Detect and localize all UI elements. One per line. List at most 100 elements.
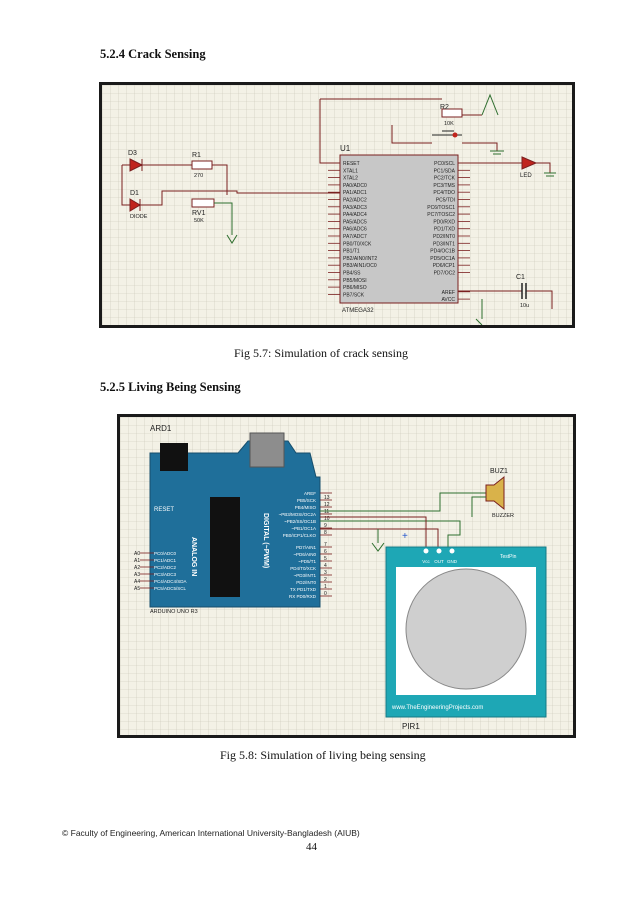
svg-text:DIGITAL (~PWM): DIGITAL (~PWM)	[262, 513, 269, 568]
digital-pin-num: 9	[324, 523, 327, 529]
digital-pin-num: 4	[324, 563, 327, 569]
digital-pin-num: 13	[324, 495, 330, 501]
chip-pin-label: PC4/TDO	[433, 190, 455, 196]
digital-pin-name: PB5/SCK	[297, 498, 316, 503]
digital-pin-num: 10	[324, 516, 330, 522]
svg-text:ANALOG IN: ANALOG IN	[190, 537, 197, 576]
chip-pin-label: PB0/T0/XCK	[343, 241, 372, 247]
digital-pin-num: 12	[324, 502, 330, 508]
chip-pin-label: PA2/ADC2	[343, 198, 367, 204]
chip-pin-label: PC2/TCK	[434, 176, 456, 182]
digital-pin-name: ~PD3/INT1	[294, 573, 317, 578]
pir-pin-label: GND	[447, 559, 458, 564]
digital-pin-num: 11	[324, 509, 329, 515]
schematic-2-svg: ARD1 ARDUINO UNO R3 RESET ANALOG IN DIGI…	[120, 417, 573, 735]
atmega32-chip	[339, 154, 459, 304]
pir-pin	[436, 548, 442, 554]
svg-text:TestPin: TestPin	[500, 554, 517, 560]
chip-pin-label: RESET	[343, 161, 360, 167]
analog-pin-label: A1	[134, 558, 140, 564]
diode-d3	[129, 158, 144, 172]
analog-pin-name: PC1/ADC1	[154, 558, 177, 563]
analog-pin-label: A5	[134, 586, 140, 592]
digital-pin-name: ~PD5/T1	[298, 559, 316, 564]
digital-pin-name: RX PD0/RXD	[289, 594, 317, 599]
chip-pin-label: PB4/SS	[343, 271, 361, 277]
svg-text:BUZZER: BUZZER	[492, 513, 514, 519]
digital-pin-name: AREF	[304, 491, 316, 496]
chip-pin-label: PD1/TXD	[434, 227, 456, 233]
chip-pin-label: PD3/INT1	[433, 241, 455, 247]
chip-pin-label: PA4/ADC4	[343, 212, 367, 218]
svg-text:www.TheEngineeringProjects.com: www.TheEngineeringProjects.com	[391, 705, 483, 711]
living-being-schematic: ARD1 ARDUINO UNO R3 RESET ANALOG IN DIGI…	[117, 414, 576, 738]
chip-pin-label: PA0/ADC0	[343, 183, 367, 189]
page-footer: © Faculty of Engineering, American Inter…	[62, 828, 360, 838]
svg-text:D1: D1	[130, 190, 139, 197]
chip-pin-label: PB2/AIN0/INT2	[343, 256, 377, 262]
chip-pin-label: PD0/RXD	[433, 219, 455, 225]
svg-text:RV1: RV1	[192, 210, 206, 217]
analog-pin-label: A3	[134, 572, 140, 578]
svg-text:D3: D3	[128, 150, 137, 157]
schematic-1-svg: U1 ATMEGA32 RESETXTAL1XTAL2PA0/ADC0PA1/A…	[102, 85, 572, 325]
chip-pin-label: PC5/TDI	[436, 198, 455, 204]
digital-pin-num: 5	[324, 556, 327, 562]
digital-pin-name: ~PB3/MOSI/OC2A	[279, 512, 316, 517]
chip-pin-label: PB6/MISO	[343, 285, 367, 291]
digital-pin-num: 3	[324, 570, 327, 576]
chip-pin-label: AREF	[442, 290, 455, 296]
figure-caption-crack: Fig 5.7: Simulation of crack sensing	[234, 346, 408, 360]
analog-pin-name: PC0/ADC0	[154, 551, 177, 556]
svg-text:ARDUINO UNO R3: ARDUINO UNO R3	[150, 609, 198, 615]
chip-pin-label: PA5/ADC5	[343, 219, 367, 225]
chip-pin-label: AVCC	[441, 297, 455, 303]
pir-pin-label: OUT	[434, 559, 444, 564]
figure-caption-living: Fig 5.8: Simulation of living being sens…	[220, 748, 426, 762]
svg-text:PIR1: PIR1	[402, 722, 420, 731]
digital-pin-name: PD2/INT0	[296, 580, 316, 585]
digital-pin-name: PB4/MISO	[295, 505, 317, 510]
digital-pin-name: PB0/ICP1/CLKO	[283, 533, 317, 538]
digital-pin-num: 7	[324, 542, 327, 548]
chip-pin-label: PA6/ADC6	[343, 227, 367, 233]
chip-pin-label: PD7/OC2	[434, 271, 456, 277]
chip-pin-label: PB7/SCK	[343, 292, 365, 298]
analog-pin-name: PC4/ADC4/SDA	[154, 579, 187, 584]
digital-pin-num: 8	[324, 530, 327, 536]
buzzer	[485, 475, 505, 511]
svg-text:DIODE: DIODE	[130, 214, 148, 220]
analog-pin-name: PC3/ADC3	[154, 572, 177, 577]
pir-pin	[449, 548, 455, 554]
analog-pin-name: PC2/ADC2	[154, 565, 177, 570]
svg-text:R2: R2	[440, 104, 449, 111]
chip-pin-label: PD5/OC1A	[430, 256, 455, 262]
analog-pin-label: A2	[134, 565, 140, 571]
u1-part: ATMEGA32	[342, 308, 374, 314]
pir-pin-label: Vcc	[422, 559, 430, 564]
digital-pin-name: ~PD6/AIN0	[293, 552, 316, 557]
chip-pin-label: PC6/TOSC1	[427, 205, 455, 211]
digital-pin-num: 2	[324, 577, 327, 583]
resistor-r1	[191, 160, 213, 170]
svg-text:+: +	[402, 531, 408, 542]
chip-pin-label: PB5/MOSI	[343, 278, 367, 284]
chip-pin-label: PD4/OC1B	[430, 249, 455, 255]
analog-pin-label: A0	[134, 551, 140, 557]
svg-text:10u: 10u	[520, 303, 529, 309]
chip-pin-label: PD2/INT0	[433, 234, 455, 240]
chip-pin-label: PC3/TMS	[433, 183, 455, 189]
digital-pin-num: 1	[324, 584, 327, 590]
svg-text:RESET: RESET	[154, 507, 174, 513]
svg-text:10K: 10K	[444, 121, 454, 127]
svg-text:LED: LED	[520, 173, 532, 179]
chip-pin-label: PC1/SDA	[434, 168, 456, 174]
digital-pin-name: ~PB1/OC1A	[291, 526, 316, 531]
svg-text:50K: 50K	[194, 218, 204, 224]
svg-text:270: 270	[194, 173, 203, 179]
u1-label: U1	[340, 144, 351, 153]
digital-pin-name: PD4/T0/XCK	[290, 566, 316, 571]
svg-text:R1: R1	[192, 152, 201, 159]
svg-text:ARD1: ARD1	[150, 424, 172, 433]
